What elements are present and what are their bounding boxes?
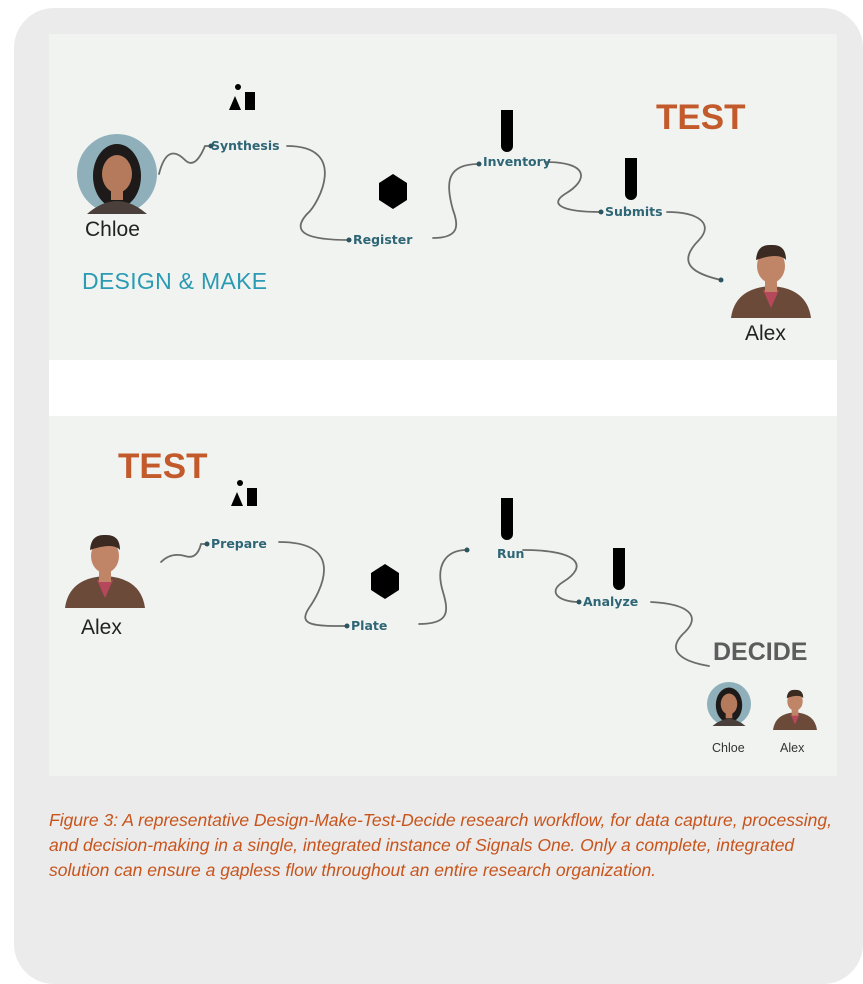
test-tube-icon [499, 110, 515, 152]
person-name-chloe: Chloe [85, 218, 140, 241]
alex-avatar-icon [65, 534, 145, 608]
connector-run-analyze [522, 549, 580, 603]
stage-label-test-top: TEST [656, 98, 745, 137]
design-make-test-panel: Synthesis Register Inventory Submits Chl… [49, 34, 837, 360]
step-label-analyze: Analyze [583, 594, 638, 609]
person-name-alex-small: Alex [780, 741, 805, 755]
workflow-figure: Synthesis Register Inventory Submits Chl… [49, 34, 837, 776]
person-name-alex: Alex [745, 322, 786, 345]
connector-submits-alex [666, 211, 722, 281]
test-decide-flow-diagram: Prepare Plate Run Analyze Alex Chloe Ale… [65, 447, 817, 755]
step-label-register: Register [353, 232, 413, 247]
stage-label-decide: DECIDE [713, 638, 807, 666]
connector-alex-prepare [160, 543, 208, 563]
connector-analyze-decide [650, 601, 710, 667]
alex-avatar-icon [731, 244, 811, 318]
test-decide-panel: Prepare Plate Run Analyze Alex Chloe Ale… [49, 416, 837, 776]
step-label-inventory: Inventory [483, 154, 551, 169]
stage-label-design-make: DESIGN & MAKE [82, 268, 267, 294]
step-label-submits: Submits [605, 204, 663, 219]
figure-caption: Figure 3: A representative Design-Make-T… [49, 810, 832, 880]
design-make-flow-diagram: Synthesis Register Inventory Submits Chl… [77, 84, 811, 345]
stage-label-test-bottom: TEST [118, 447, 207, 486]
step-label-prepare: Prepare [211, 536, 267, 551]
lab-bench-icon [227, 480, 275, 528]
test-tube-icon [611, 548, 627, 590]
connector-inventory-submits [544, 161, 602, 213]
test-tube-icon [623, 158, 639, 200]
step-label-run: Run [497, 546, 524, 561]
step-label-synthesis: Synthesis [211, 138, 280, 153]
chloe-avatar-icon [707, 682, 751, 726]
molecule-icon [379, 174, 419, 220]
connector-plate-run [418, 549, 468, 625]
step-label-plate: Plate [351, 618, 387, 633]
chloe-avatar-icon [77, 134, 157, 214]
connector-synthesis-register [286, 145, 350, 241]
connector-prepare-plate [278, 541, 348, 627]
test-tube-icon [499, 498, 515, 540]
connector-chloe-synthesis [158, 145, 212, 175]
person-name-chloe-small: Chloe [712, 741, 745, 755]
connector-register-inventory [432, 163, 480, 239]
alex-avatar-icon [773, 689, 817, 730]
lab-bench-icon [225, 84, 273, 132]
molecule-icon [371, 564, 411, 610]
person-name-alex: Alex [81, 616, 122, 639]
